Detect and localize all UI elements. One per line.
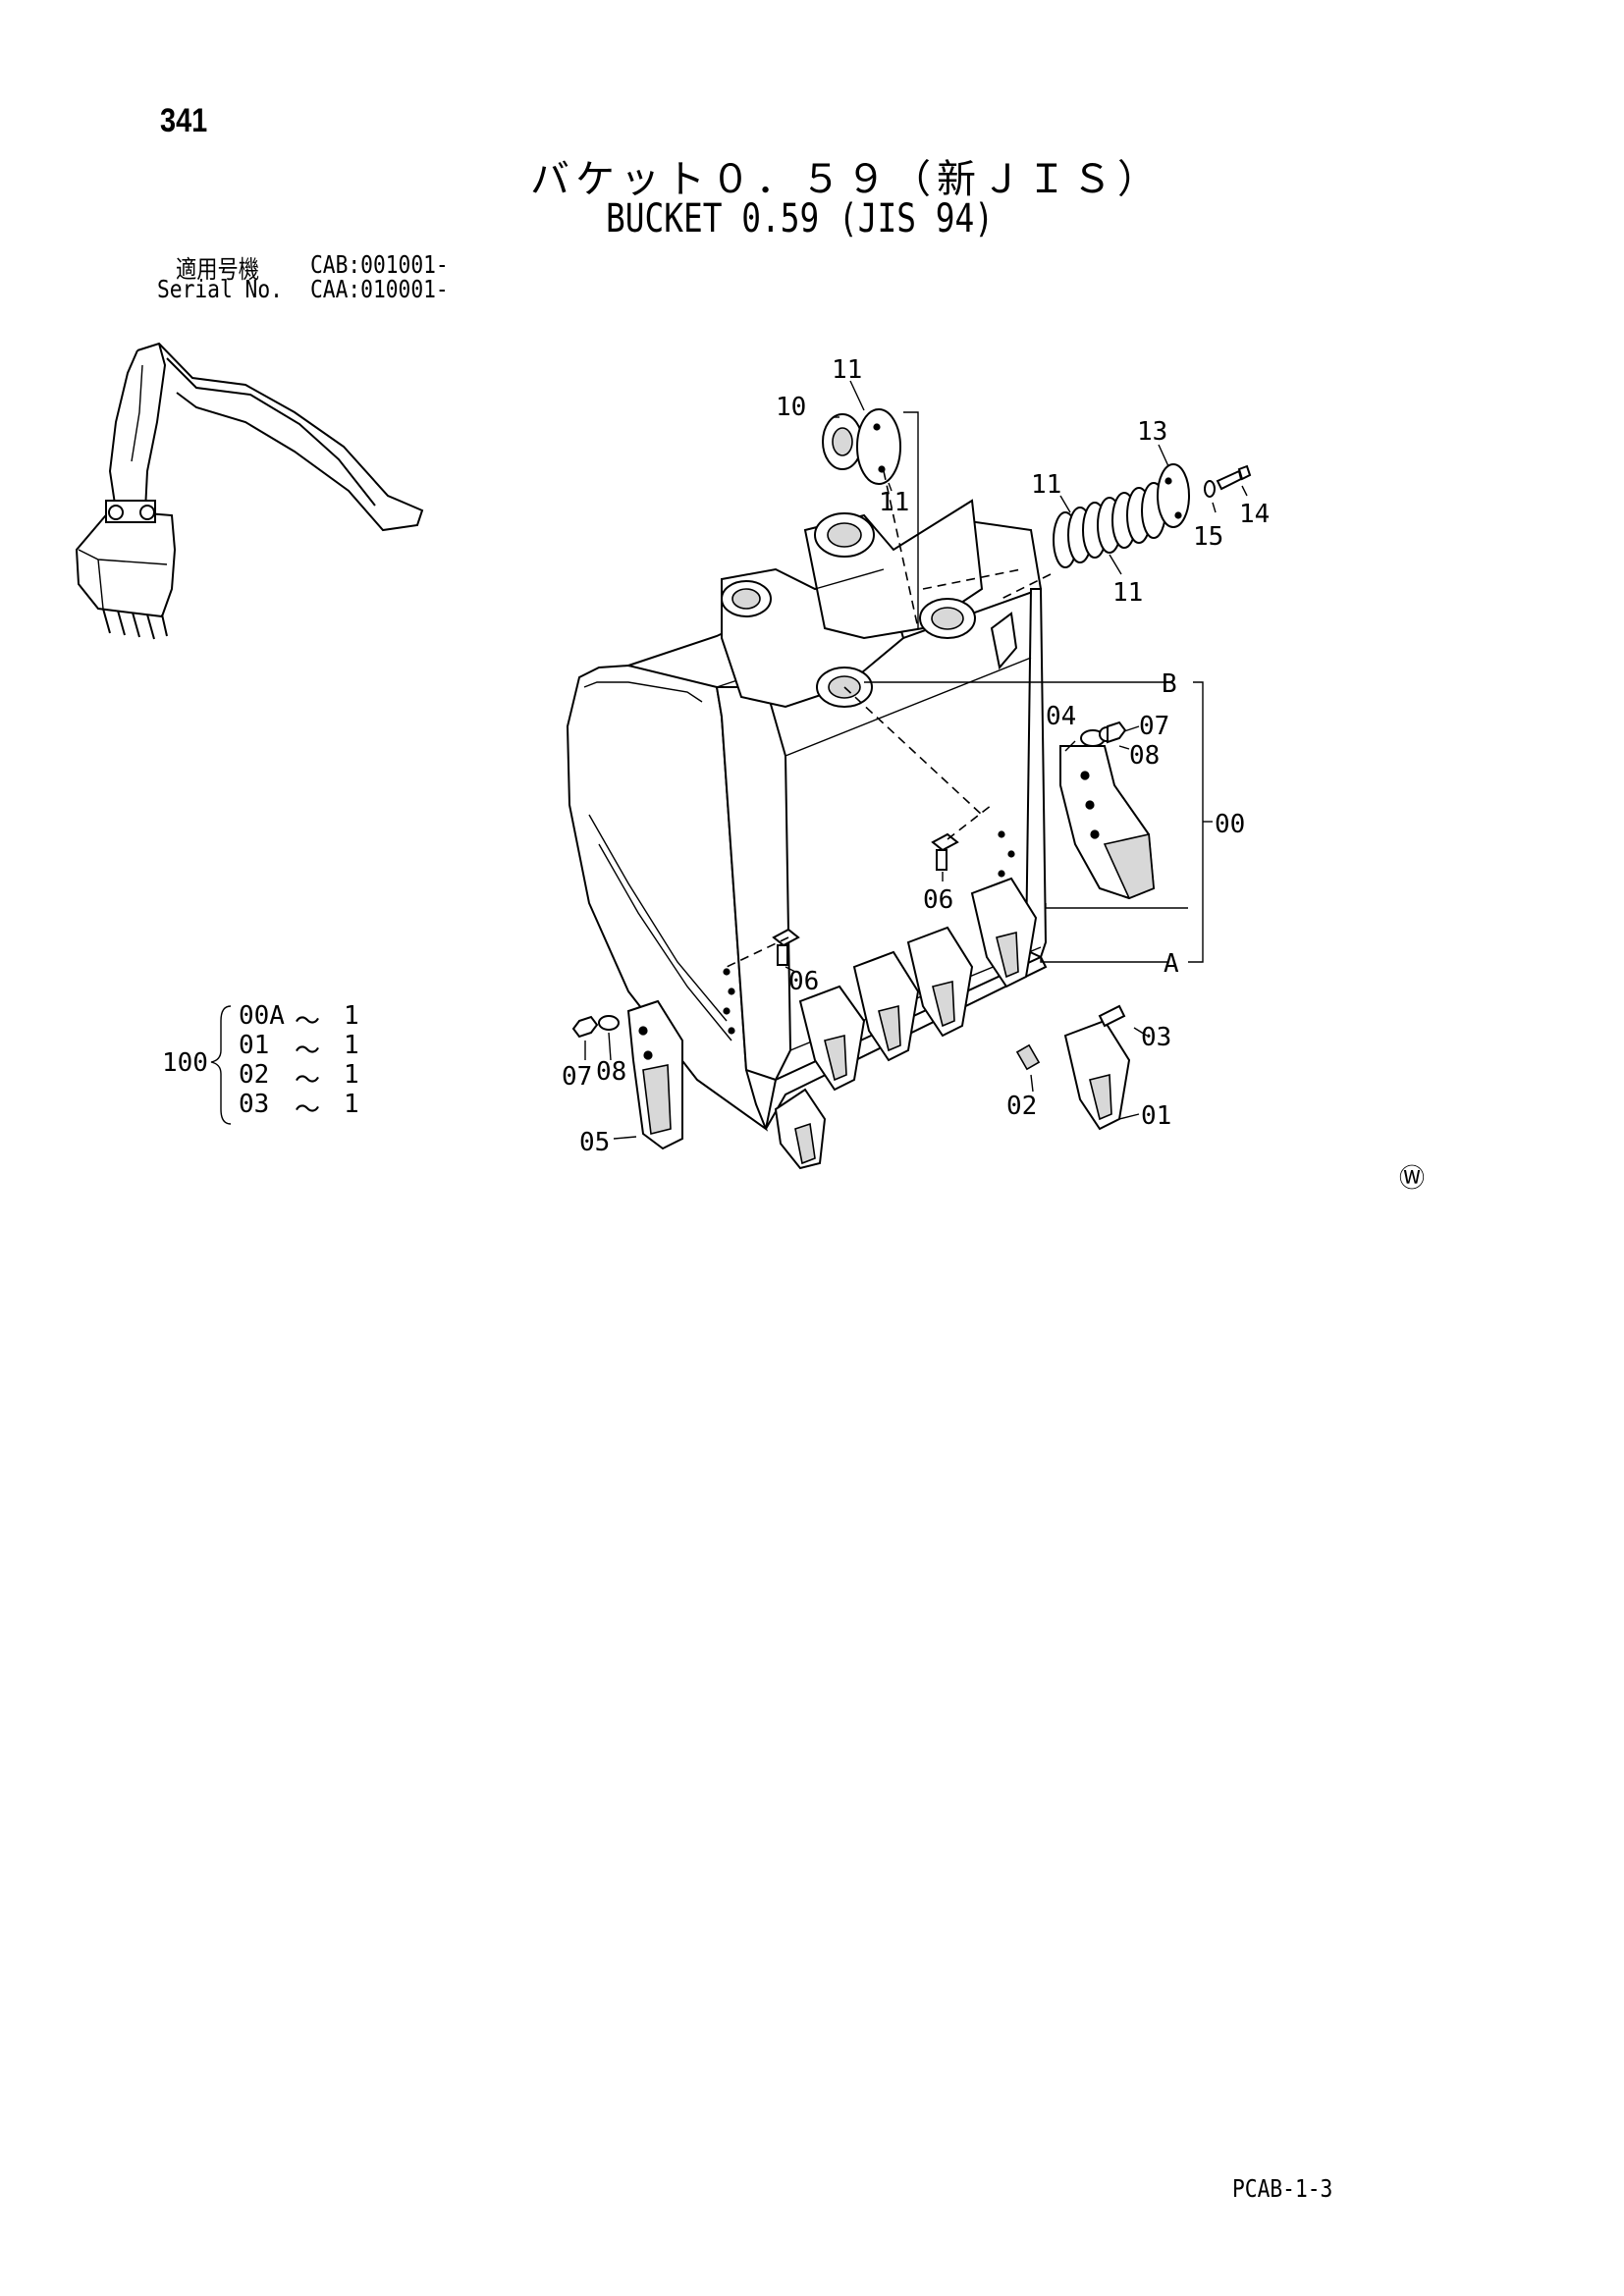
excavator-thumbnail	[75, 342, 424, 640]
callout-08b: 08	[596, 1057, 626, 1087]
bom-brace	[210, 1005, 232, 1125]
page-number: 341	[160, 102, 208, 139]
serial-jp-label: 適用号機	[176, 255, 260, 284]
bom-row-from: 03	[239, 1090, 270, 1119]
bom-row-to: 1	[344, 1060, 359, 1090]
bucket-teeth	[774, 877, 1131, 1170]
pin-assembly-top	[822, 408, 919, 629]
callout-15: 15	[1193, 522, 1223, 552]
page-code: PCAB-1-3	[1232, 2174, 1333, 2203]
bom-row-to: 1	[344, 1090, 359, 1119]
bom-row-sep: ～	[295, 1066, 321, 1095]
side-cutter-right	[1059, 721, 1156, 900]
callout-07a: 07	[1139, 712, 1169, 741]
bom-row-from: 01	[239, 1031, 270, 1060]
side-cutter-left	[571, 999, 683, 1150]
callout-05: 05	[579, 1128, 610, 1157]
callout-06a: 06	[923, 885, 953, 915]
shim-stack-right	[1001, 463, 1252, 600]
callout-11b: 11	[879, 488, 909, 517]
callout-04: 04	[1046, 702, 1076, 731]
bom-row-from: 02	[239, 1060, 270, 1090]
bom-parent: 100	[162, 1048, 208, 1078]
bom-row-to: 1	[344, 1001, 359, 1031]
callout-00: 00	[1215, 810, 1245, 839]
w-mark-icon: Ⓦ	[1399, 1164, 1426, 1194]
serial-jp-value: CAB:001001-	[310, 250, 449, 279]
callout-10: 10	[776, 393, 806, 422]
callout-13: 13	[1137, 417, 1167, 447]
callout-11c: 11	[1031, 470, 1061, 500]
bolts-06	[726, 804, 993, 968]
bom-row-sep: ～	[295, 1037, 321, 1066]
callout-11d: 11	[1112, 578, 1143, 608]
serial-en-value: CAA:010001-	[310, 275, 449, 303]
callout-A: A	[1164, 949, 1179, 979]
bom-row-sep: ～	[295, 1095, 321, 1125]
bom-row-sep: ～	[295, 1007, 321, 1037]
callout-labels: 11 10 11 13 14 15 11 11 B 04 07 08 00 06…	[562, 355, 1270, 1157]
callout-08a: 08	[1129, 741, 1160, 771]
title-english: BUCKET 0.59 (JIS 94)	[606, 196, 994, 241]
bucket-body	[566, 499, 1048, 1132]
callout-07b: 07	[562, 1062, 592, 1092]
callout-02: 02	[1006, 1092, 1037, 1121]
callout-11a: 11	[832, 355, 862, 385]
callout-01: 01	[1141, 1101, 1171, 1131]
leader-lines	[584, 380, 1248, 1140]
callout-B: B	[1162, 669, 1177, 699]
bom-row-from: 00A	[239, 1001, 285, 1031]
callout-14: 14	[1239, 500, 1270, 529]
callout-03: 03	[1141, 1023, 1171, 1052]
serial-en-label: Serial No.	[157, 275, 283, 303]
callout-06b: 06	[788, 967, 819, 996]
title-japanese: バケット０．５９（新ＪＩＳ）	[530, 157, 1163, 202]
bom-row-to: 1	[344, 1031, 359, 1060]
